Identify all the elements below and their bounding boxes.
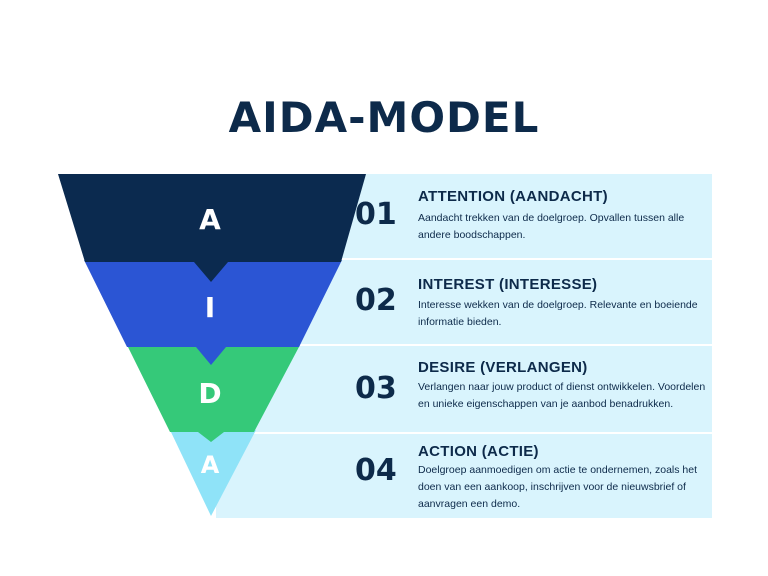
funnel-segment-action bbox=[170, 430, 256, 516]
funnel-letter-action: A bbox=[200, 451, 220, 479]
stage-title-interest: INTEREST (INTERESSE) bbox=[418, 276, 598, 293]
stage-number-3: 03 bbox=[355, 371, 397, 406]
page-title: AIDA-MODEL bbox=[228, 93, 540, 142]
funnel-letter-interest: I bbox=[204, 291, 216, 324]
stage-band-3 bbox=[216, 346, 712, 432]
funnel-segment-attention bbox=[58, 174, 366, 282]
stage-band-4 bbox=[216, 434, 712, 518]
stage-title-desire: DESIRE (VERLANGEN) bbox=[418, 359, 588, 376]
funnel-letter-desire: D bbox=[198, 377, 222, 410]
funnel-letter-attention: A bbox=[199, 203, 221, 236]
stage-description-attention: Aandacht trekken van de doelgroep. Opval… bbox=[418, 212, 685, 241]
funnel-segment-desire bbox=[127, 345, 300, 442]
stage-title-attention: ATTENTION (AANDACHT) bbox=[418, 188, 608, 205]
stage-number-2: 02 bbox=[355, 283, 397, 318]
stage-number-4: 04 bbox=[355, 453, 397, 488]
stage-number-1: 01 bbox=[355, 197, 397, 232]
stage-description-action: Doelgroep aanmoedigen om actie te ondern… bbox=[418, 464, 698, 510]
stage-title-action: ACTION (ACTIE) bbox=[418, 443, 539, 460]
funnel-segment-interest bbox=[84, 260, 342, 365]
stage-description-interest: Interesse wekken van de doelgroep. Relev… bbox=[418, 299, 698, 328]
stage-description-desire: Verlangen naar jouw product of dienst on… bbox=[418, 381, 706, 410]
